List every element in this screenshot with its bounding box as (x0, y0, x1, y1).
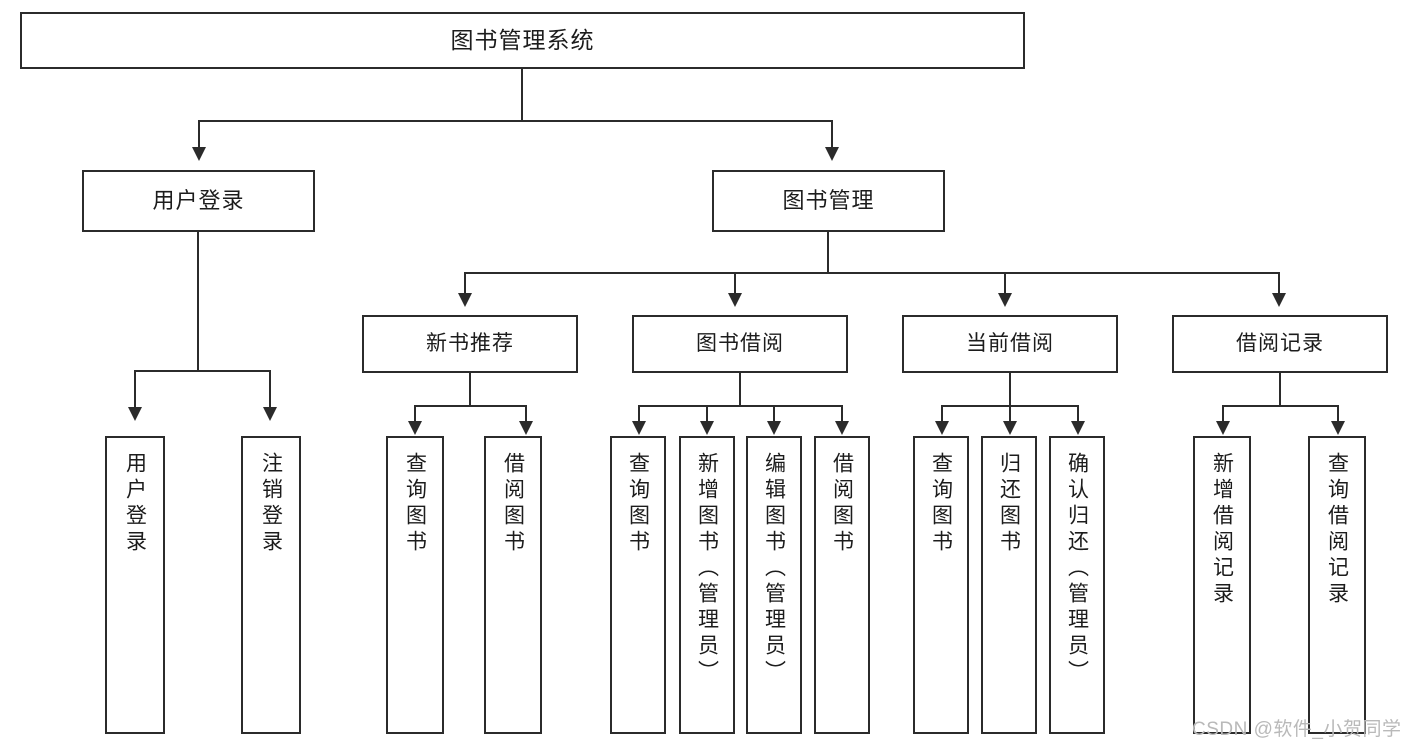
connector-book-borrow-bus (638, 405, 843, 407)
node-label: 图书管理系统 (450, 27, 595, 54)
leaf-label: 查询借阅记录 (1325, 452, 1349, 608)
leaf-return-book[interactable]: 归还图书 (981, 436, 1037, 734)
leaf-label: 用户登录 (123, 452, 147, 556)
leaf-label: 注销登录 (259, 452, 283, 556)
leaf-query-book-borrow[interactable]: 查询图书 (610, 436, 666, 734)
arrow-root-to-user-login (192, 147, 206, 161)
leaf-label: 编辑图书（管理员） (762, 452, 786, 686)
leaf-label: 确认归还（管理员） (1065, 452, 1089, 686)
arrow-borrow-record-leaf-1 (1216, 421, 1230, 435)
node-label: 当前借阅 (966, 331, 1054, 355)
arrow-borrow-record-leaf-2 (1331, 421, 1345, 435)
arrow-new-book-leaf-2 (519, 421, 533, 435)
connector-bus-to-new-book (464, 272, 466, 294)
leaf-add-borrow-record[interactable]: 新增借阅记录 (1193, 436, 1251, 734)
connector-bus-to-book-borrow (734, 272, 736, 294)
arrow-current-borrow-leaf-3 (1071, 421, 1085, 435)
connector-root-to-user-login (198, 120, 200, 148)
node-label: 新书推荐 (426, 331, 514, 355)
node-book-borrow[interactable]: 图书借阅 (632, 315, 848, 373)
arrow-to-new-book (458, 293, 472, 307)
connector-book-mgmt-bus (464, 272, 1280, 274)
leaf-borrow-book-new[interactable]: 借阅图书 (484, 436, 542, 734)
connector-borrow-record-drop-1 (1222, 405, 1224, 422)
leaf-borrow-book[interactable]: 借阅图书 (814, 436, 870, 734)
leaf-label: 新增借阅记录 (1210, 452, 1234, 608)
leaf-label: 归还图书 (997, 452, 1021, 556)
connector-bus-to-current-borrow (1004, 272, 1006, 294)
connector-new-book-drop-1 (414, 405, 416, 422)
connector-bus-to-borrow-record (1278, 272, 1280, 294)
leaf-query-borrow-record[interactable]: 查询借阅记录 (1308, 436, 1366, 734)
arrow-to-leaf-logout (263, 407, 277, 421)
connector-book-borrow-drop-3 (773, 405, 775, 422)
leaf-logout[interactable]: 注销登录 (241, 436, 301, 734)
node-root-system[interactable]: 图书管理系统 (20, 12, 1025, 69)
connector-new-book-bus (414, 405, 527, 407)
leaf-edit-book-admin[interactable]: 编辑图书（管理员） (746, 436, 802, 734)
connector-book-borrow-drop-1 (638, 405, 640, 422)
connector-current-borrow-drop-3 (1077, 405, 1079, 422)
connector-user-login-stem (197, 232, 199, 372)
arrow-book-borrow-leaf-2 (700, 421, 714, 435)
connector-borrow-record-bus (1222, 405, 1339, 407)
leaf-query-book-current[interactable]: 查询图书 (913, 436, 969, 734)
leaf-label: 查询图书 (929, 452, 953, 556)
node-new-book-recommend[interactable]: 新书推荐 (362, 315, 578, 373)
arrow-book-borrow-leaf-3 (767, 421, 781, 435)
arrow-current-borrow-leaf-2 (1003, 421, 1017, 435)
leaf-label: 查询图书 (626, 452, 650, 556)
connector-user-login-bus (134, 370, 271, 372)
leaf-add-book-admin[interactable]: 新增图书（管理员） (679, 436, 735, 734)
arrow-to-current-borrow (998, 293, 1012, 307)
connector-root-to-book-mgmt (831, 120, 833, 148)
connector-current-borrow-drop-2 (1009, 405, 1011, 422)
connector-user-login-right-drop (269, 370, 271, 408)
leaf-label: 查询图书 (403, 452, 427, 556)
leaf-query-book-new[interactable]: 查询图书 (386, 436, 444, 734)
node-label: 借阅记录 (1236, 331, 1324, 355)
arrow-current-borrow-leaf-1 (935, 421, 949, 435)
leaf-label: 新增图书（管理员） (695, 452, 719, 686)
connector-book-borrow-drop-2 (706, 405, 708, 422)
connector-new-book-drop-2 (525, 405, 527, 422)
arrow-root-to-book-mgmt (825, 147, 839, 161)
leaf-label: 借阅图书 (830, 452, 854, 556)
connector-book-mgmt-stem (827, 232, 829, 274)
leaf-confirm-return-admin[interactable]: 确认归还（管理员） (1049, 436, 1105, 734)
leaf-user-login[interactable]: 用户登录 (105, 436, 165, 734)
node-label: 用户登录 (152, 188, 245, 214)
node-borrow-record[interactable]: 借阅记录 (1172, 315, 1388, 373)
arrow-to-book-borrow (728, 293, 742, 307)
connector-root-bus (198, 120, 833, 122)
leaf-label: 借阅图书 (501, 452, 525, 556)
connector-borrow-record-drop-2 (1337, 405, 1339, 422)
arrow-book-borrow-leaf-4 (835, 421, 849, 435)
arrow-new-book-leaf-1 (408, 421, 422, 435)
connector-current-borrow-stem (1009, 373, 1011, 406)
connector-book-borrow-stem (739, 373, 741, 406)
node-user-login[interactable]: 用户登录 (82, 170, 315, 232)
connector-new-book-stem (469, 373, 471, 406)
arrow-book-borrow-leaf-1 (632, 421, 646, 435)
node-label: 图书管理 (782, 188, 875, 214)
arrow-to-leaf-user-login (128, 407, 142, 421)
connector-root-stem (521, 69, 523, 121)
node-book-management[interactable]: 图书管理 (712, 170, 945, 232)
arrow-to-borrow-record (1272, 293, 1286, 307)
connector-book-borrow-drop-4 (841, 405, 843, 422)
connector-borrow-record-stem (1279, 373, 1281, 406)
connector-current-borrow-drop-1 (941, 405, 943, 422)
node-current-borrow[interactable]: 当前借阅 (902, 315, 1118, 373)
connector-user-login-left-drop (134, 370, 136, 408)
node-label: 图书借阅 (696, 331, 784, 355)
